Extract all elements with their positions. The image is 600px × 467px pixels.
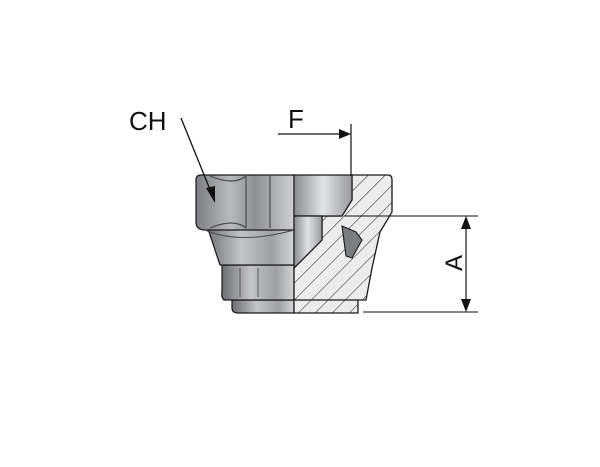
a-label: A [441,255,468,271]
f-dimension: F [278,104,352,176]
a-dimension: A [344,215,478,313]
f-label: F [288,104,304,134]
bottom-flange [231,299,295,314]
hex-facet-edges [209,175,271,229]
f-arrowhead [339,129,351,139]
ch-dimension: CH [129,106,215,203]
a-arrowhead-bottom [461,299,471,312]
ch-arrowhead [206,186,215,203]
seal-seat [341,225,363,259]
inner-bore-upper [293,174,353,217]
ch-label: CH [129,106,167,136]
ch-leader-line [180,117,212,193]
inner-bore-lower [293,215,323,270]
fitting-exterior [195,174,295,314]
fitting-section [293,174,393,314]
hex-nut [195,174,295,231]
a-arrowhead-top [461,216,471,229]
